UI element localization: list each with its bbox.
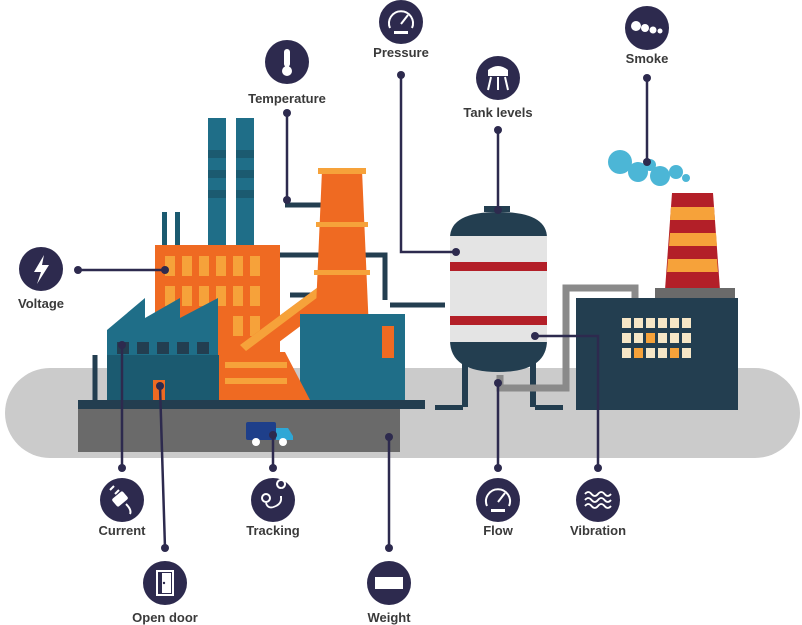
pressure-gauge-icon (379, 0, 423, 44)
right-building (576, 193, 738, 410)
water-tower-icon (476, 56, 520, 100)
label-pressure: Pressure (373, 45, 429, 60)
teal-chimneys (162, 118, 254, 258)
label-tracking: Tracking (246, 523, 300, 538)
lightning-bolt-icon (19, 247, 63, 291)
plug-icon (100, 478, 144, 522)
flow-gauge-icon (476, 478, 520, 522)
smoke-icon (625, 6, 669, 50)
teal-annex (300, 314, 405, 400)
label-voltage: Voltage (18, 296, 64, 311)
orange-low-block (215, 352, 310, 400)
label-flow: Flow (483, 523, 513, 538)
leader-dots (74, 71, 651, 552)
tank (435, 206, 563, 410)
delivery-truck (246, 422, 293, 446)
label-temperature: Temperature (248, 91, 326, 106)
label-vibration: Vibration (569, 523, 627, 538)
weight-icon (367, 561, 411, 605)
teal-sawtooth-factory (107, 298, 219, 400)
vibration-waves-icon (576, 478, 620, 522)
factory-foundation (78, 408, 400, 452)
conveyor (240, 282, 338, 360)
label-smoke: Smoke (625, 51, 669, 66)
label-current: Current (98, 523, 146, 538)
smoke-cloud (608, 150, 690, 186)
leader-lines (78, 75, 649, 549)
label-tank-levels: Tank levels (463, 105, 533, 120)
factory-floor-beam (78, 400, 425, 409)
thermometer-icon (265, 40, 309, 84)
label-weight: Weight (367, 610, 411, 625)
door-icon (143, 561, 187, 605)
label-open-door: Open door (132, 610, 198, 625)
route-pin-icon (251, 478, 295, 522)
